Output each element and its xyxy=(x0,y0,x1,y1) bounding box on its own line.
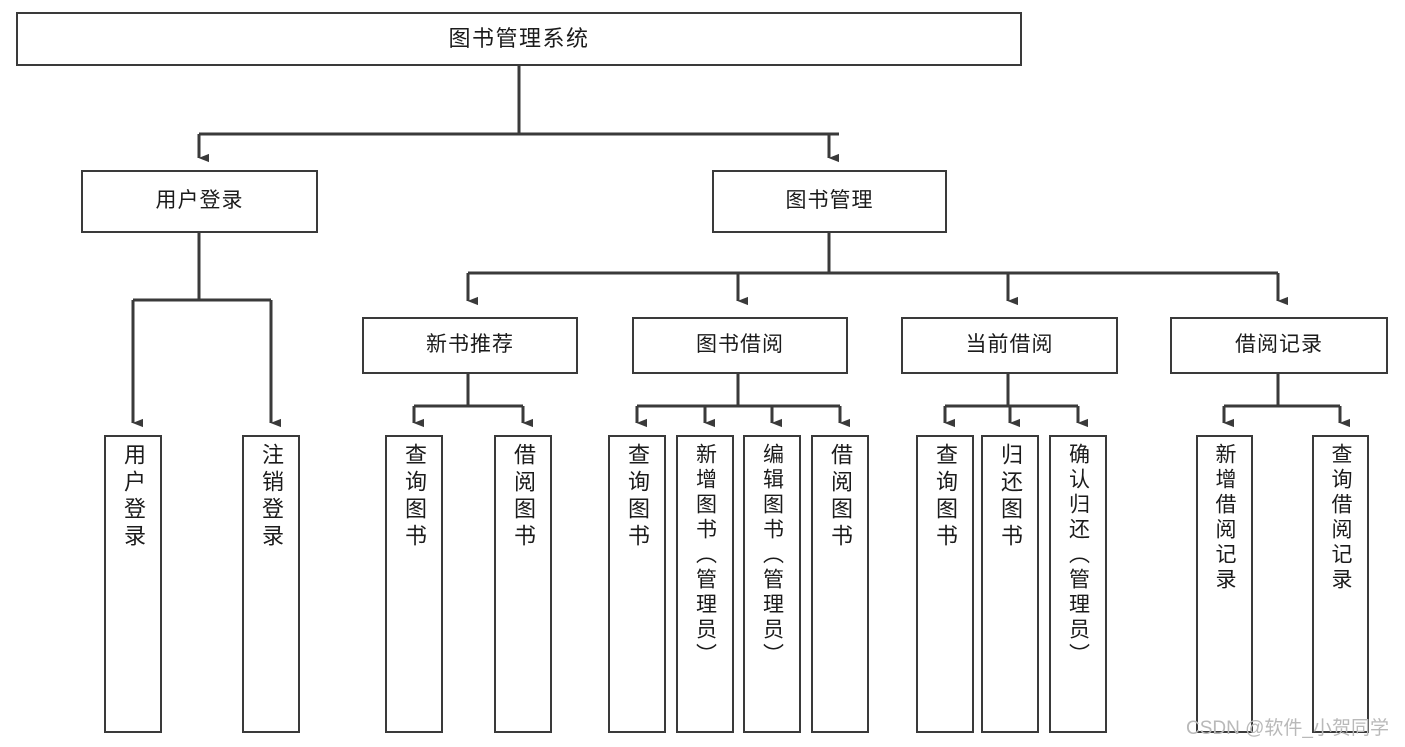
node-label: 新增借阅记录 xyxy=(1213,443,1236,593)
node-label: 借阅图书 xyxy=(828,443,853,551)
node-book-management[interactable]: 图书管理 xyxy=(712,170,947,233)
node-user-login[interactable]: 用户登录 xyxy=(81,170,318,233)
node-label: 查询图书 xyxy=(933,443,958,551)
node-label: 借阅记录 xyxy=(1235,333,1323,357)
leaf-current-confirm-return-admin[interactable]: 确认归还（管理员） xyxy=(1049,435,1107,733)
leaf-user-logout[interactable]: 注销登录 xyxy=(242,435,300,733)
node-label: 编辑图书（管理员） xyxy=(760,443,784,668)
node-new-book-recommend[interactable]: 新书推荐 xyxy=(362,317,578,374)
node-label: 借阅图书 xyxy=(511,443,536,551)
node-root-system[interactable]: 图书管理系统 xyxy=(16,12,1022,66)
node-label: 注销登录 xyxy=(259,443,284,551)
node-label: 查询借阅记录 xyxy=(1329,443,1352,593)
leaf-borrow-query-book[interactable]: 查询图书 xyxy=(608,435,666,733)
leaf-user-login[interactable]: 用户登录 xyxy=(104,435,162,733)
leaf-record-query-record[interactable]: 查询借阅记录 xyxy=(1312,435,1369,733)
node-label: 新增图书（管理员） xyxy=(693,443,717,668)
leaf-current-query-book[interactable]: 查询图书 xyxy=(916,435,974,733)
node-label: 图书借阅 xyxy=(696,333,784,357)
node-label: 归还图书 xyxy=(998,443,1023,551)
leaf-recommend-borrow-book[interactable]: 借阅图书 xyxy=(494,435,552,733)
node-label: 图书管理 xyxy=(785,189,874,213)
node-label: 查询图书 xyxy=(625,443,650,551)
node-book-borrow[interactable]: 图书借阅 xyxy=(632,317,848,374)
node-label: 图书管理系统 xyxy=(448,26,590,52)
node-label: 新书推荐 xyxy=(426,333,514,357)
node-current-borrow[interactable]: 当前借阅 xyxy=(901,317,1118,374)
leaf-recommend-query-book[interactable]: 查询图书 xyxy=(385,435,443,733)
leaf-borrow-edit-book-admin[interactable]: 编辑图书（管理员） xyxy=(743,435,801,733)
node-label: 查询图书 xyxy=(402,443,427,551)
leaf-record-add-record[interactable]: 新增借阅记录 xyxy=(1196,435,1253,733)
leaf-borrow-add-book-admin[interactable]: 新增图书（管理员） xyxy=(676,435,734,733)
node-borrow-record[interactable]: 借阅记录 xyxy=(1170,317,1388,374)
node-label: 用户登录 xyxy=(121,443,146,551)
csdn-watermark: CSDN @软件_小贺同学 xyxy=(1186,718,1389,739)
leaf-current-return-book[interactable]: 归还图书 xyxy=(981,435,1039,733)
node-label: 确认归还（管理员） xyxy=(1066,443,1090,668)
leaf-borrow-borrow-book[interactable]: 借阅图书 xyxy=(811,435,869,733)
node-label: 当前借阅 xyxy=(965,333,1054,357)
node-label: 用户登录 xyxy=(155,189,244,213)
